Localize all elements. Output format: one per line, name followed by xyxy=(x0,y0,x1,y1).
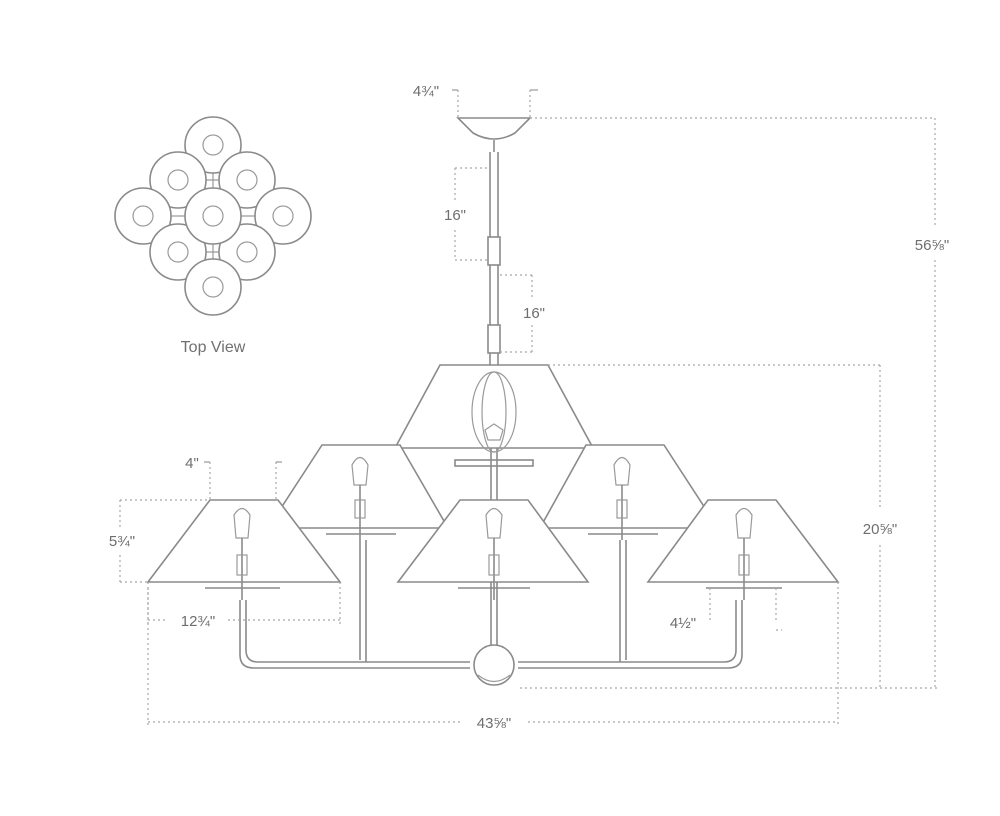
shade-mid-right xyxy=(538,444,720,540)
shade-bottom-label: 12¾" xyxy=(181,613,216,630)
dimension-labels: 4¾" 56⅝" 16" 16" 20⅝" 4" 5¾" 12¾" 4½" 43… xyxy=(109,83,949,732)
top-view-shade-lower-left xyxy=(149,223,207,281)
dimension-lines xyxy=(119,89,940,725)
backplate-label: 4½" xyxy=(670,615,696,632)
top-view-shade-top xyxy=(184,116,242,174)
stem-1-label: 16" xyxy=(444,207,466,224)
top-view-shade-center xyxy=(184,187,242,245)
stem-2-label: 16" xyxy=(523,305,545,322)
central-hub xyxy=(473,644,515,686)
top-view-caption: Top View xyxy=(181,339,246,356)
stem-joint-1 xyxy=(487,236,501,266)
canopy-width-label: 4¾" xyxy=(413,83,439,100)
shade-height-label: 5¾" xyxy=(109,533,135,550)
shade-top-label: 4" xyxy=(185,455,199,472)
stem-joint-2 xyxy=(487,324,501,354)
top-view-shade-bottom xyxy=(184,258,242,316)
top-view-shade-upper-left xyxy=(149,151,207,209)
shade-top-center xyxy=(393,364,595,467)
overall-height-label: 56⅝" xyxy=(915,237,950,254)
canopy-and-stem xyxy=(456,117,532,365)
overall-width-label: 43⅝" xyxy=(477,715,512,732)
fixture-height-label: 20⅝" xyxy=(863,521,898,538)
top-view-shade-left xyxy=(114,187,172,245)
top-view-diagram: Top View xyxy=(114,116,312,356)
canopy xyxy=(456,117,532,140)
top-view-shade-right xyxy=(254,187,312,245)
top-view-shade-lower-right xyxy=(218,223,276,281)
top-view-shade-upper-right xyxy=(218,151,276,209)
shade-front-center xyxy=(396,499,590,600)
